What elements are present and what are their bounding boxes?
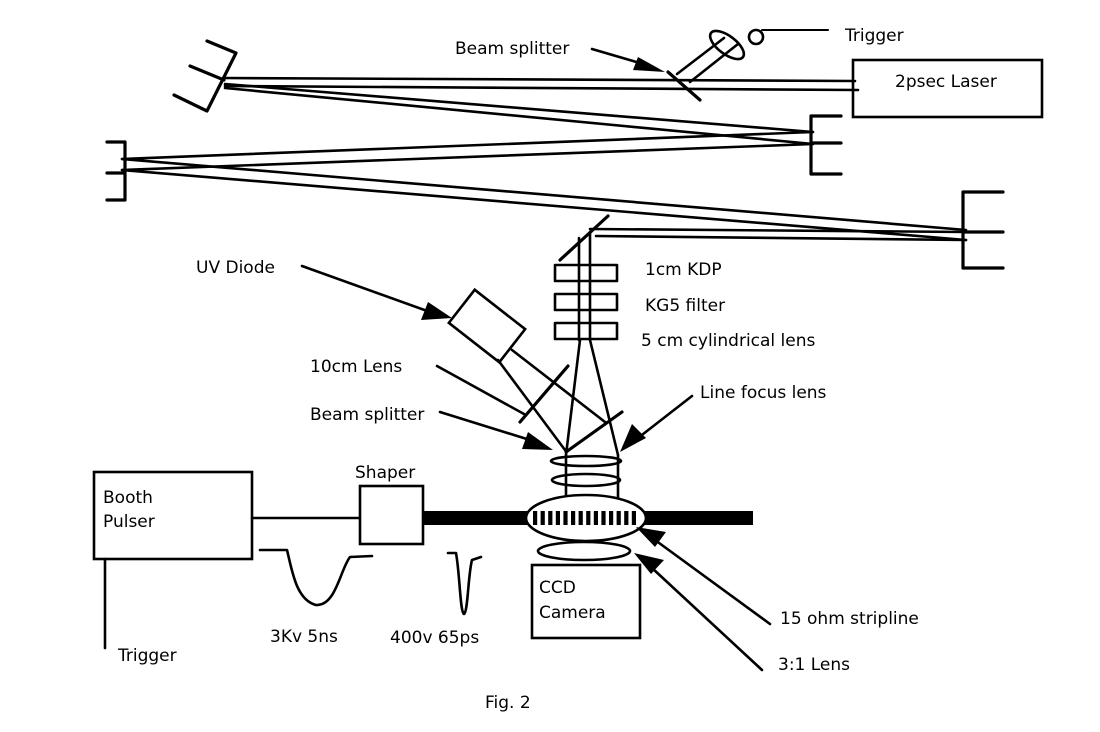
line-focus-lens bbox=[549, 454, 623, 468]
pulse-3kv-label: 3Kv 5ns bbox=[270, 627, 338, 647]
electrode-tick bbox=[616, 511, 621, 525]
electrode-tick bbox=[555, 511, 560, 525]
kg5-filter-label: KG5 filter bbox=[645, 296, 725, 316]
beam-splitter-top-arrow bbox=[590, 47, 665, 72]
laser-box bbox=[851, 58, 1044, 119]
stripline-arrow bbox=[636, 527, 772, 626]
lens-3to1-label: 3:1 Lens bbox=[778, 655, 850, 675]
ccd-label-2: Camera bbox=[539, 603, 606, 623]
trigger-top-label: Trigger bbox=[844, 26, 904, 46]
stripline-electrodes bbox=[533, 511, 636, 525]
uv-diode-label: UV Diode bbox=[196, 258, 275, 278]
electrode-tick bbox=[593, 511, 598, 525]
cylindrical-lens-label: 5 cm cylindrical lens bbox=[641, 331, 816, 351]
mirror-right-middle bbox=[809, 114, 843, 176]
kdp-label: 1cm KDP bbox=[645, 260, 722, 280]
pulse-400v-label: 400v 65ps bbox=[390, 628, 479, 648]
beam-splitter-mid-label: Beam splitter bbox=[310, 405, 424, 425]
booth-pulser-label-1: Booth bbox=[103, 488, 153, 508]
ccd-label-1: CCD bbox=[539, 578, 576, 598]
booth-pulser-label-2: Pulser bbox=[103, 512, 155, 532]
electrode-tick bbox=[533, 511, 538, 525]
electrode-tick bbox=[540, 511, 545, 525]
lens-10cm-label: 10cm Lens bbox=[310, 357, 402, 377]
beam-to-stripline bbox=[564, 453, 620, 502]
electrode-tick bbox=[586, 511, 591, 525]
booth-pulser-box bbox=[92, 470, 254, 561]
pulse-waveform-3kv bbox=[258, 548, 374, 607]
turning-mirror bbox=[558, 214, 610, 262]
electrode-tick bbox=[631, 511, 636, 525]
kg5-filter bbox=[553, 292, 619, 312]
electrode-tick bbox=[578, 511, 583, 525]
mirror-right-lower bbox=[961, 190, 1005, 270]
laser-label: 2psec Laser bbox=[895, 72, 997, 92]
beam-splitter-top-label: Beam splitter bbox=[455, 39, 569, 59]
trigger-device-top bbox=[675, 28, 829, 84]
electrode-tick bbox=[548, 511, 553, 525]
lens-10cm bbox=[518, 364, 570, 424]
uv-diode-arrow bbox=[300, 264, 452, 320]
focus-lens-2 bbox=[550, 472, 622, 488]
figure-caption: Fig. 2 bbox=[485, 693, 531, 713]
electrode-tick bbox=[601, 511, 606, 525]
line-focus-lens-label: Line focus lens bbox=[700, 383, 827, 403]
beam-splitter-top bbox=[666, 70, 702, 102]
kdp-crystal bbox=[553, 263, 619, 283]
beam-splitter-mid-arrow bbox=[438, 410, 553, 450]
ccd-camera-box bbox=[530, 563, 642, 640]
pulse-waveform-400v bbox=[446, 551, 483, 616]
lens-10cm-pointer bbox=[435, 364, 526, 416]
trigger-bottom-label: Trigger bbox=[117, 646, 177, 666]
beam-splitter-mid bbox=[564, 410, 624, 454]
electrode-tick bbox=[609, 511, 614, 525]
shaper-label: Shaper bbox=[355, 463, 415, 483]
diode-beams bbox=[496, 348, 607, 452]
cylindrical-lens bbox=[553, 321, 619, 341]
lens-3to1-arrow bbox=[634, 553, 764, 672]
uv-diode bbox=[447, 287, 527, 365]
electrode-tick bbox=[563, 511, 568, 525]
line-focus-lens-arrow bbox=[620, 394, 694, 452]
lens-3to1 bbox=[536, 540, 632, 562]
electrode-tick bbox=[624, 511, 629, 525]
shaper-box bbox=[358, 484, 425, 546]
electrode-tick bbox=[571, 511, 576, 525]
mirror-upper-left bbox=[172, 39, 238, 113]
stripline-label: 15 ohm stripline bbox=[780, 609, 919, 629]
beam-paths bbox=[120, 76, 968, 242]
